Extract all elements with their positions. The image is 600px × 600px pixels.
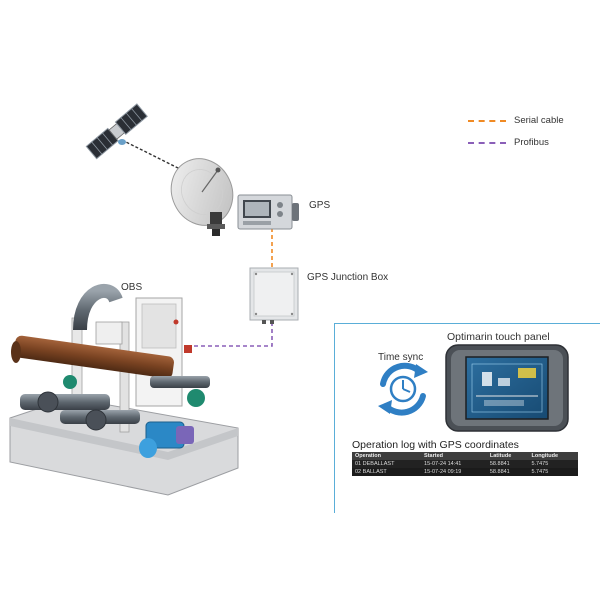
log-header-started: Started (421, 452, 487, 460)
legend-serial-label: Serial cable (514, 115, 564, 126)
touch-panel-device (445, 344, 569, 432)
touch-panel-section (334, 323, 600, 513)
table-row: 01 DEBALLAST 15-07-24 14:41 58.8841 5.74… (352, 460, 578, 468)
satellite-icon (85, 103, 148, 160)
log-cell: 01 DEBALLAST (352, 460, 422, 468)
log-header-row: Operation Started Latitude Longitude (352, 452, 578, 460)
log-cell: 5.7475 (528, 460, 578, 468)
legend-serial-swatch (468, 119, 506, 122)
gps-receiver-icon (237, 194, 299, 230)
log-header-latitude: Latitude (486, 452, 529, 460)
junction-box-label: GPS Junction Box (307, 272, 389, 283)
time-sync-icon (378, 362, 428, 416)
touch-panel-label: Optimarin touch panel (447, 331, 550, 343)
log-header-operation: Operation (352, 452, 422, 460)
log-cell: 58.8841 (486, 460, 529, 468)
log-cell: 02 BALLAST (355, 469, 387, 475)
legend-profibus-swatch (468, 141, 506, 144)
table-row: 02 BALLAST 15-07-24 09:19 58.8841 5.7475 (352, 468, 578, 476)
satellite-dish-icon (170, 158, 234, 236)
legend-profibus: Profibus (468, 137, 549, 148)
gps-label: GPS (309, 200, 331, 211)
legend-profibus-label: Profibus (514, 137, 549, 148)
operation-log-title: Operation log with GPS coordinates (352, 439, 519, 451)
obs-label: OBS (121, 282, 143, 293)
profibus-line (186, 322, 273, 347)
log-cell: 15-07-24 14:41 (421, 460, 487, 468)
log-cell: 15-07-24 09:19 (424, 469, 462, 475)
log-cell: 5.7475 (531, 469, 549, 475)
obs-unit-illustration (9, 283, 239, 496)
time-sync-label: Time sync (378, 352, 424, 363)
log-header-longitude: Longitude (528, 452, 578, 460)
legend-serial-cable: Serial cable (468, 115, 564, 126)
operation-log-table: Operation Started Latitude Longitude 01 … (352, 452, 578, 476)
log-cell: 58.8841 (489, 469, 510, 475)
junction-box-icon (249, 267, 299, 324)
